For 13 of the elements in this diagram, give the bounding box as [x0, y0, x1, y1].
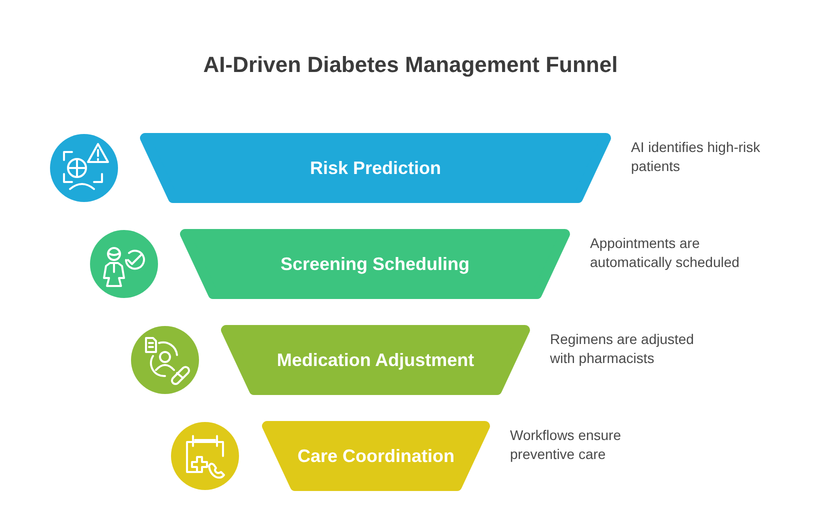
stage-description: Appointments are automatically scheduled	[590, 234, 740, 272]
stage-description: Workflows ensure preventive care	[510, 426, 622, 464]
funnel-stage	[262, 421, 490, 491]
stage-label: Medication Adjustment	[276, 350, 474, 370]
stage-description: Regimens are adjusted with pharmacists	[550, 330, 695, 368]
funnel-stage	[140, 133, 611, 203]
funnel-stage	[221, 325, 530, 395]
funnel-stage	[180, 229, 570, 299]
stage-description: AI identifies high-risk patients	[631, 138, 762, 176]
stage-label: Screening Scheduling	[280, 254, 470, 274]
stage-label: Care Coordination	[297, 446, 454, 466]
stage-label: Risk Prediction	[310, 158, 442, 178]
diagram-title: AI-Driven Diabetes Management Funnel	[202, 52, 619, 78]
